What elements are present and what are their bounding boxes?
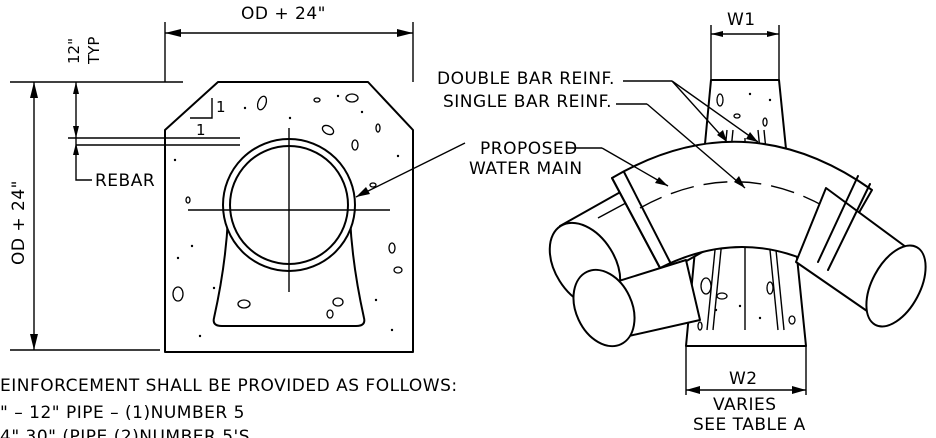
side-dimension: OD + 24": [9, 81, 183, 351]
spacing-sub-text: TYP: [85, 37, 103, 65]
single-bar-callout: SINGLE BAR REINF.: [443, 92, 746, 189]
side-dimension-text: OD + 24": [9, 180, 29, 265]
notes-line-1: EINFORCEMENT SHALL BE PROVIDED AS FOLLOW…: [0, 376, 458, 396]
water-main-callout: PROPOSED WATER MAIN: [469, 139, 669, 187]
see-table-label: SEE TABLE A: [693, 415, 806, 435]
rebar-label: REBAR: [95, 171, 155, 191]
double-bar-callout: DOUBLE BAR REINF.: [437, 69, 759, 143]
pipe-cavity: [212, 217, 366, 327]
water-main-leader-left: [355, 142, 466, 198]
notes-line-3: 4" 30" (PIPE (2)NUMBER 5'S: [0, 427, 250, 438]
water-main-label-1: PROPOSED: [480, 139, 578, 159]
plan-aggregate: [697, 92, 796, 331]
single-bar-label: SINGLE BAR REINF.: [443, 92, 612, 112]
bend-plan-view: W1: [437, 10, 927, 435]
block-section-view: OD + 24" OD + 24" 12" TYP REBAR: [9, 4, 466, 353]
double-bar-label: DOUBLE BAR REINF.: [437, 69, 615, 89]
w2-label: W2: [729, 369, 758, 389]
water-main-label-2: WATER MAIN: [469, 159, 583, 179]
pipe-lower-left-end: [572, 268, 636, 348]
joint-collar-left: [611, 171, 671, 269]
w1-label: W1: [727, 10, 756, 30]
block-outline: [164, 81, 414, 353]
varies-label: VARIES: [713, 395, 777, 415]
w2-dimension: W2 VARIES SEE TABLE A: [685, 346, 807, 435]
spacing-text: 12": [65, 38, 83, 64]
w1-dimension: W1: [710, 10, 780, 80]
spacing-dimension: 12" TYP: [65, 37, 240, 160]
top-dimension-text: OD + 24": [241, 4, 326, 24]
rebar-leader: REBAR: [75, 144, 240, 191]
pipe-right-leg: [795, 187, 927, 328]
reinforcement-notes: EINFORCEMENT SHALL BE PROVIDED AS FOLLOW…: [0, 376, 458, 438]
slope-indicator: 1 1: [190, 98, 226, 139]
concrete-aggregate: [172, 93, 403, 338]
top-dimension: OD + 24": [164, 4, 414, 82]
slope-rise-text: 1: [216, 98, 226, 116]
slope-run-text: 1: [196, 121, 206, 139]
joint-collar-right: [817, 175, 871, 271]
notes-line-2: " – 12" PIPE – (1)NUMBER 5: [0, 403, 245, 423]
